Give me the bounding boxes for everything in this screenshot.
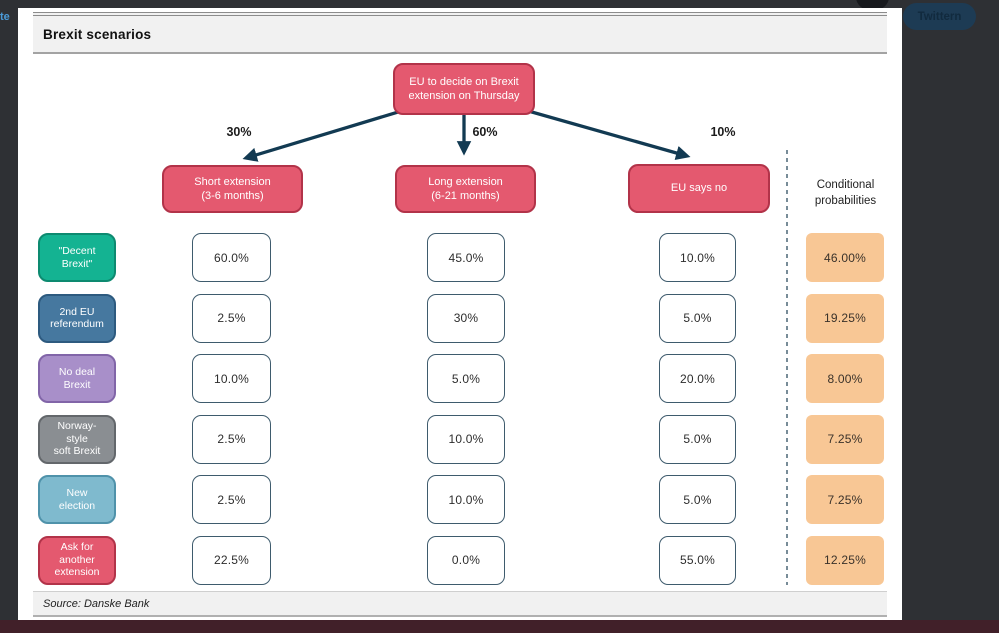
conditional-probability-box: 7.25% [806,475,884,524]
scenario-label: 2nd EU referendum [38,293,116,343]
conditional-probability-box: 12.25% [806,535,884,585]
value-box: 10.0% [427,475,505,524]
scenario-label: Ask for another extension [38,535,116,585]
value-box: 5.0% [659,475,736,524]
conditional-probabilities-column: 46.00% 19.25% 8.00% 7.25% 7.25% 12.25% [806,233,884,585]
value-box: 20.0% [659,354,736,403]
short-extension-values-column: 60.0% 2.5% 10.0% 2.5% 2.5% 22.5% [192,233,271,585]
value-box: 55.0% [659,535,736,585]
profile-circle [856,0,889,11]
value-box: 60.0% [192,233,271,282]
value-box: 22.5% [192,535,271,585]
chart-footer-band: Source: Danske Bank [33,591,887,617]
value-box: 5.0% [427,354,505,403]
value-box: 5.0% [659,293,736,343]
scenario-label: No deal Brexit [38,354,116,403]
conditional-probability-box: 46.00% [806,233,884,282]
bottom-page-bar [0,620,999,633]
scenario-labels-column: "Decent Brexit" 2nd EU referendum No dea… [38,233,116,585]
value-box: 45.0% [427,233,505,282]
root-node: EU to decide on Brexit extension on Thur… [393,63,535,115]
long-extension-values-column: 45.0% 30% 5.0% 10.0% 10.0% 0.0% [427,233,505,585]
scenario-label: "Decent Brexit" [38,233,116,282]
scenario-label: New election [38,475,116,524]
partial-link-text[interactable]: te [0,11,10,23]
branch-probability: 30% [226,125,252,139]
chart-card: Brexit scenarios EU to decide on Brexit … [18,8,902,620]
chart-title: Brexit scenarios [43,26,152,42]
conditional-probability-box: 19.25% [806,293,884,343]
value-box: 30% [427,293,505,343]
value-box: 2.5% [192,475,271,524]
value-box: 2.5% [192,414,271,464]
value-box: 10.0% [659,233,736,282]
conditional-probability-box: 8.00% [806,354,884,403]
conditional-probabilities-header: Conditional probabilities [814,179,877,207]
chart-header-band: Brexit scenarios [33,12,887,54]
value-box: 0.0% [427,535,505,585]
branch-node-eu-says-no: EU says no [628,164,770,213]
scenario-label: Norway- style soft Brexit [38,414,116,464]
value-box: 10.0% [427,414,505,464]
value-box: 10.0% [192,354,271,403]
value-box: 2.5% [192,293,271,343]
source-text: Source: Danske Bank [43,597,150,610]
value-box: 5.0% [659,414,736,464]
branch-node-short-extension: Short extension (3-6 months) [162,165,303,213]
tweet-button[interactable]: Twittern [903,3,976,30]
conditional-probability-box: 7.25% [806,414,884,464]
eu-says-no-values-column: 10.0% 5.0% 20.0% 5.0% 5.0% 55.0% [659,233,736,585]
branch-node-long-extension: Long extension (6-21 months) [395,165,536,213]
branch-probability: 60% [472,125,498,139]
branch-probability: 10% [710,125,736,139]
